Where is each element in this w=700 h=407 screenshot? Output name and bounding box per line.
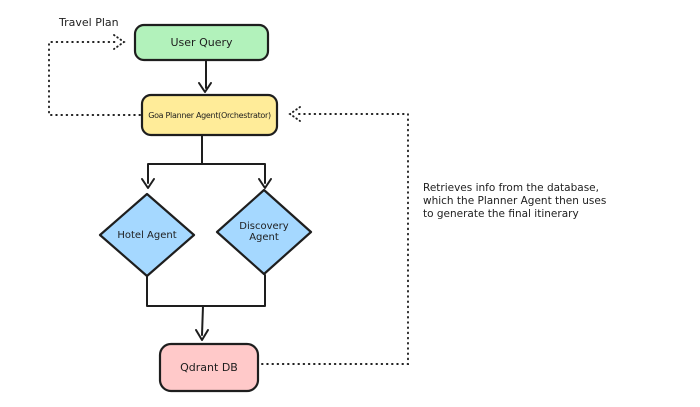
node-orchestrator (140, 93, 279, 137)
node-hotel-agent (98, 192, 196, 278)
node-discovery-agent (215, 188, 313, 276)
travel-plan-label: Travel Plan (59, 16, 119, 29)
edge-orchestrator-to-userquery-dotted (48, 41, 141, 116)
arrowhead-down-discovery-agent (258, 178, 272, 189)
edge-agents-to-qdrant (146, 274, 266, 336)
arrowhead-down-qdrant-db (195, 329, 209, 341)
arrowhead-left-orchestrator (288, 106, 301, 122)
arrowhead-down-hotel-agent (141, 178, 155, 189)
arrowhead-down-orchestrator (198, 82, 212, 93)
edge-orchestrator-branch (147, 135, 266, 184)
arrowhead-right-userquery (113, 34, 126, 50)
node-user-query (133, 23, 270, 62)
annotation-text: Retrieves info from the database, which … (423, 182, 607, 220)
edge-qdrant-to-orchestrator-dotted (261, 113, 409, 365)
node-qdrant-db (158, 342, 260, 393)
